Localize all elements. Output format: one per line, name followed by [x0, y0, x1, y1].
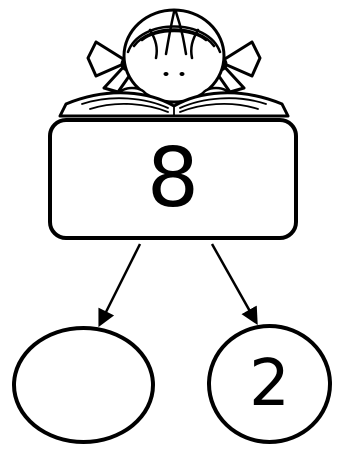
arrow-right	[212, 244, 256, 322]
whole-value: 8	[147, 138, 199, 220]
part-value-right: 2	[249, 352, 290, 416]
part-circle-right: 2	[207, 324, 332, 444]
girl-reading-book-icon	[0, 0, 342, 120]
arrow-left	[100, 244, 140, 324]
whole-box: 8	[48, 118, 298, 240]
part-circle-left[interactable]	[12, 326, 155, 444]
